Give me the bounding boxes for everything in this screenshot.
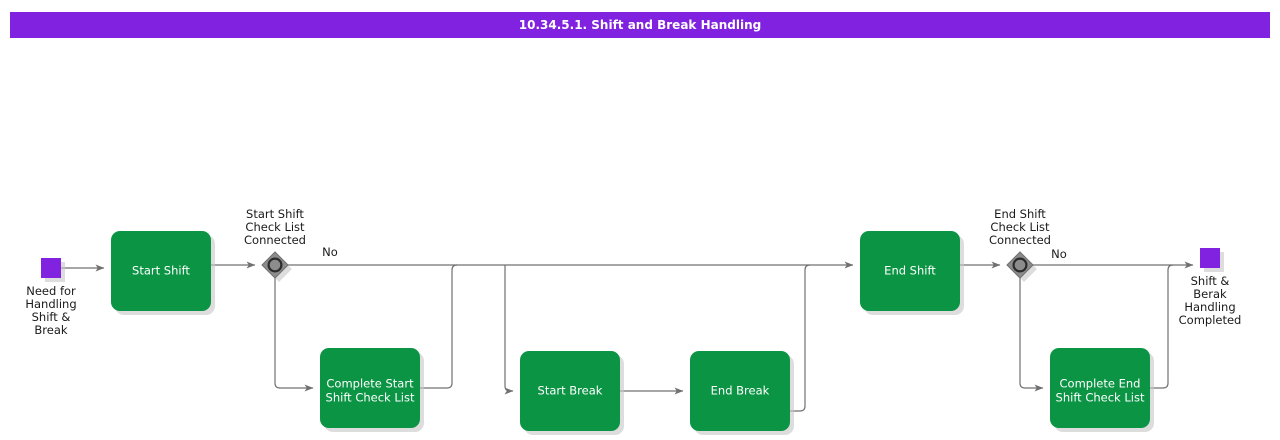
task-end-shift-label: End Shift bbox=[884, 264, 936, 278]
task-end-break-label: End Break bbox=[711, 384, 770, 398]
end-event-label-line1: Shift & bbox=[1191, 274, 1230, 288]
gateway1-label-line1: Start Shift bbox=[246, 207, 304, 221]
gateway1-label-line2: Check List bbox=[245, 220, 305, 234]
connectors bbox=[61, 261, 1194, 412]
start-event-label-line3: Shift & bbox=[32, 310, 71, 324]
start-event-label-line4: Break bbox=[34, 323, 67, 337]
page-title: 10.34.5.1. Shift and Break Handling bbox=[518, 18, 762, 32]
task-start-shift-label: Start Shift bbox=[132, 264, 190, 278]
edge-main-line-to-start-break bbox=[504, 265, 514, 395]
task-end-shift[interactable]: End Shift bbox=[860, 231, 964, 315]
gateway1-label-line3: Connected bbox=[244, 233, 306, 247]
gateway-start-shift-check-list-connected[interactable]: Start Shift Check List Connected bbox=[244, 207, 306, 282]
edge-complete-start-checklist-to-main-line bbox=[420, 264, 458, 389]
edge-gateway1-to-complete-start-checklist bbox=[274, 278, 314, 392]
gateway2-label-line1: End Shift bbox=[994, 207, 1046, 221]
task-complete-start-checklist-label-line2: Shift Check List bbox=[326, 391, 415, 405]
end-event-label-line3: Handling bbox=[1184, 300, 1235, 314]
task-complete-end-checklist-label-line1: Complete End bbox=[1060, 377, 1141, 391]
edge-complete-end-checklist-to-main-line bbox=[1150, 264, 1174, 389]
end-event-shift-break-completed[interactable]: Shift & Berak Handling Completed bbox=[1179, 248, 1242, 327]
edge-gateway2-to-complete-end-checklist bbox=[1019, 278, 1044, 392]
gateway-end-shift-check-list-connected[interactable]: End Shift Check List Connected bbox=[989, 207, 1051, 282]
task-complete-end-shift-check-list[interactable]: Complete End Shift Check List bbox=[1050, 348, 1154, 432]
gateway2-label-line2: Check List bbox=[990, 220, 1050, 234]
task-complete-end-checklist-label-line2: Shift Check List bbox=[1056, 391, 1145, 405]
end-event-label-line2: Berak bbox=[1193, 287, 1227, 301]
event-gateway-circle-icon bbox=[267, 257, 283, 273]
event-gateway-circle-icon bbox=[1012, 257, 1028, 273]
task-complete-start-checklist-label-line1: Complete Start bbox=[326, 377, 414, 391]
end-event-label-line4: Completed bbox=[1179, 313, 1242, 327]
task-end-break[interactable]: End Break bbox=[690, 351, 794, 435]
start-event-label-line1: Need for bbox=[26, 284, 76, 298]
start-event-square-icon bbox=[41, 258, 61, 278]
start-event-label-line2: Handling bbox=[25, 297, 76, 311]
title-bar: 10.34.5.1. Shift and Break Handling bbox=[10, 12, 1270, 38]
task-start-shift[interactable]: Start Shift bbox=[111, 231, 215, 315]
edge-label-gateway1-no: No bbox=[322, 245, 338, 259]
task-complete-start-shift-check-list[interactable]: Complete Start Shift Check List bbox=[320, 348, 424, 432]
start-event-need-for-handling[interactable]: Need for Handling Shift & Break bbox=[25, 258, 77, 337]
gateway2-label-line3: Connected bbox=[989, 233, 1051, 247]
gateway-diamond-icon bbox=[1006, 251, 1034, 279]
gateway-diamond-icon bbox=[261, 251, 289, 279]
end-event-square-icon bbox=[1200, 248, 1220, 268]
edge-label-gateway2-no: No bbox=[1051, 247, 1067, 261]
task-start-break-label: Start Break bbox=[538, 384, 603, 398]
task-start-break[interactable]: Start Break bbox=[520, 351, 624, 435]
